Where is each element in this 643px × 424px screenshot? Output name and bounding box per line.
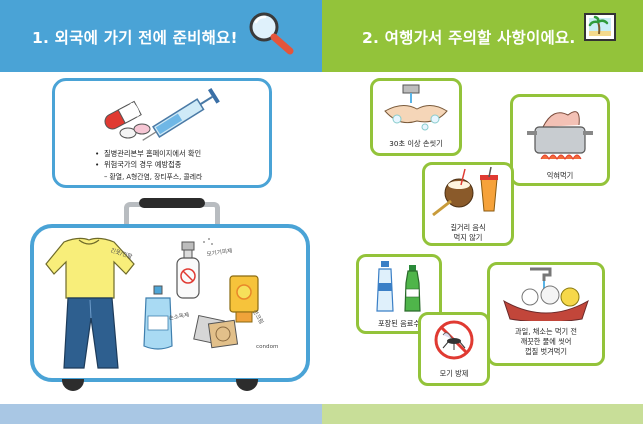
tip-street-food-line2: 먹지 않기 [453, 233, 483, 242]
tip-bottled-label: 포장된 음료수 [378, 319, 420, 328]
photo-icon [584, 13, 616, 41]
packing-items-illustration [45, 237, 259, 369]
tip-card-bottled: 포장된 음료수 [356, 254, 442, 334]
tip-card-mosquito: 모기 방제 [418, 312, 490, 386]
info-bullet: 질병관리본부 홈페이지에서 확인 [95, 148, 201, 159]
tip-card-cook: 익혀먹기 [510, 94, 610, 186]
handwash-icon [384, 84, 448, 131]
pre-travel-info-box: 질병관리본부 홈페이지에서 확인 위험국가의 경우 예방접종 – 황열, A형간… [52, 78, 272, 188]
tip-fruit-line2: 깨끗한 물에 씻어 [520, 337, 572, 346]
cooking-pot-icon [527, 111, 593, 161]
fruit-washing-icon [503, 267, 589, 321]
suitcase: 긴옷/긴팔 모기기피제 손소독제 선크림 condom [30, 224, 310, 382]
tip-fruit-line3: 껍질 벗겨먹기 [525, 347, 567, 356]
bottled-drink-icon [376, 261, 421, 312]
tip-card-fruit: 과일, 채소는 먹기 전 깨끗한 물에 씻어 껍질 벗겨먹기 [487, 262, 605, 366]
tip-card-handwash: 30초 이상 손씻기 [370, 78, 462, 156]
right-header-title: 2. 여행가서 주의할 사항이에요. [362, 29, 576, 47]
suitcase-wheel-left [62, 379, 84, 391]
info-bullet: 위험국가의 경우 예방접종 [95, 159, 201, 170]
condom-note: condom [256, 344, 279, 350]
left-footer-bar [0, 404, 322, 424]
right-header: 2. 여행가서 주의할 사항이에요. [322, 0, 643, 72]
medicine-syringe-icon [104, 87, 220, 141]
left-header-title: 1. 외국에 가기 전에 준비해요! [32, 29, 238, 47]
suitcase-wheel-right [236, 379, 258, 391]
street-food-icon [432, 166, 498, 217]
vaccine-list: – 황열, A형간염, 장티푸스, 콜레라 [104, 173, 203, 181]
suitcase-handle-grip [139, 198, 205, 208]
no-mosquito-icon [434, 320, 474, 360]
magnifier-icon [249, 12, 294, 55]
info-bullet-list: 질병관리본부 홈페이지에서 확인 위험국가의 경우 예방접종 [95, 148, 201, 170]
tip-mosquito-label: 모기 방제 [439, 369, 469, 378]
right-footer-bar [322, 404, 643, 424]
tip-card-street-food: 길거리 음식 먹지 않기 [422, 162, 514, 246]
tip-handwash-label: 30초 이상 손씻기 [389, 139, 443, 148]
tip-fruit-line1: 과일, 채소는 먹기 전 [514, 327, 578, 336]
tip-cook-label: 익혀먹기 [546, 171, 574, 180]
tip-street-food-line1: 길거리 음식 [450, 223, 486, 232]
